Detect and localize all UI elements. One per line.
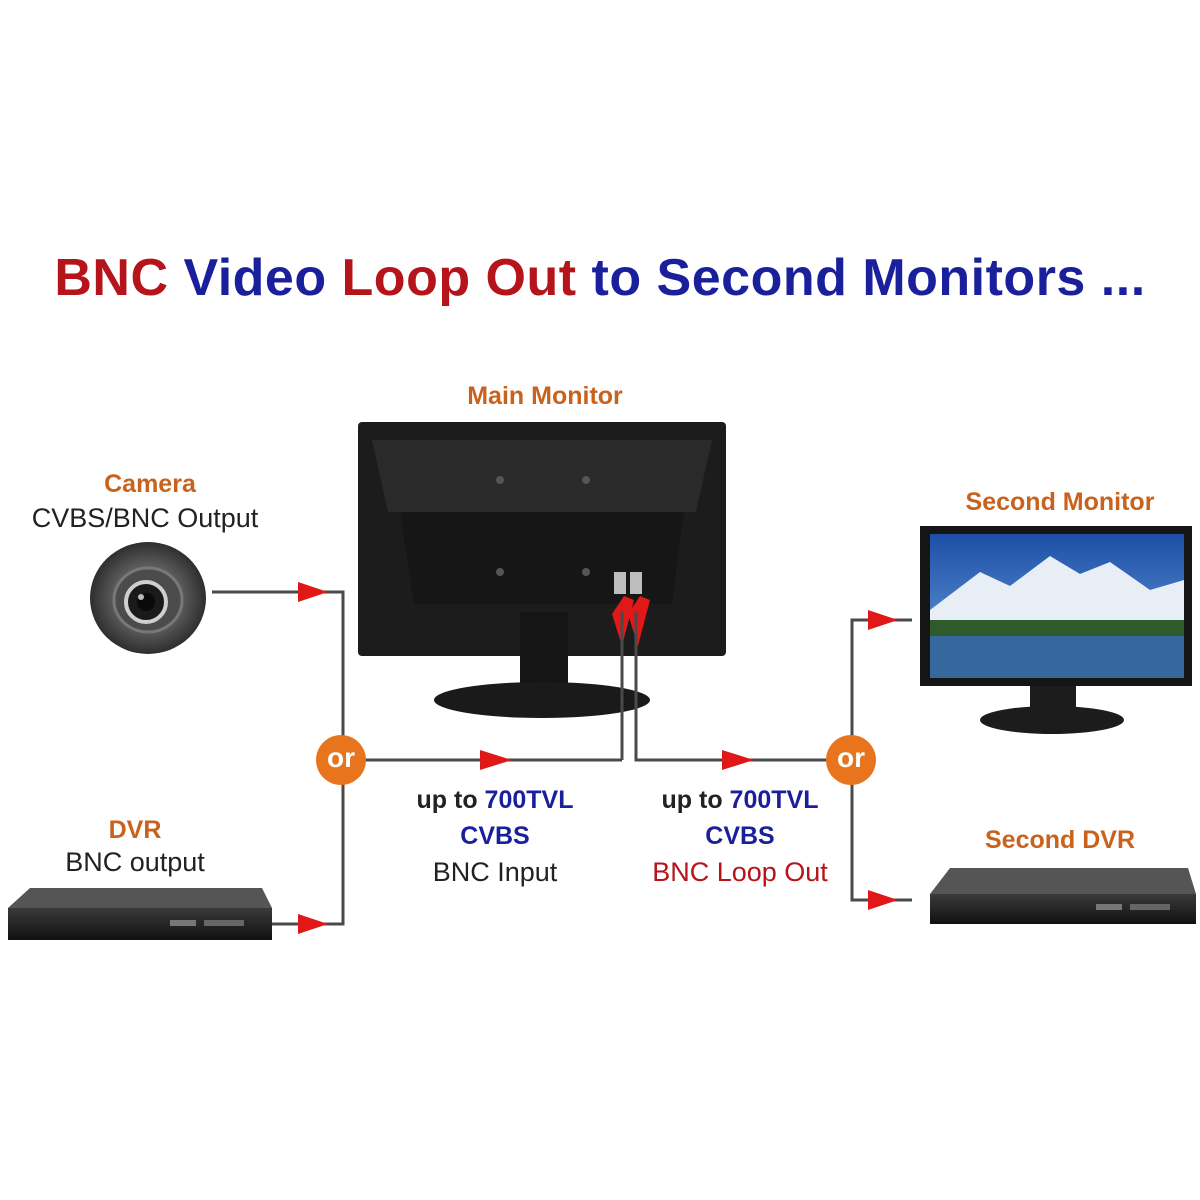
dvr-sub-label: BNC output bbox=[65, 847, 205, 877]
second-monitor-image bbox=[920, 526, 1192, 734]
arrow-loop-out bbox=[722, 750, 754, 770]
diagram-title: BNC Video Loop Out to Second Monitors ..… bbox=[0, 248, 1200, 308]
dvr-label: DVR bbox=[108, 816, 162, 844]
output-spec-resolution: 700TVL bbox=[729, 786, 819, 814]
title-part-second-monitors: to Second Monitors ... bbox=[591, 249, 1146, 307]
second-monitor-label: Second Monitor bbox=[965, 488, 1155, 516]
arrow-dvr bbox=[298, 914, 328, 934]
input-spec-resolution-line: up to 700TVL bbox=[380, 782, 610, 818]
arrow-camera bbox=[298, 582, 328, 602]
arrow-input bbox=[480, 750, 512, 770]
camera-label: Camera bbox=[104, 470, 196, 498]
output-spec-format: CVBS bbox=[705, 822, 775, 850]
main-monitor-label: Main Monitor bbox=[467, 382, 623, 410]
input-spec-format: CVBS bbox=[460, 822, 530, 850]
main-monitor-image bbox=[358, 422, 726, 718]
title-part-video: Video bbox=[183, 249, 342, 307]
arrow-second-monitor bbox=[868, 610, 898, 630]
or-badge-right: or bbox=[826, 735, 876, 785]
input-spec: up to 700TVL CVBS BNC Input bbox=[380, 782, 610, 890]
output-spec-resolution-line: up to 700TVL bbox=[620, 782, 860, 818]
output-spec-port: BNC Loop Out bbox=[652, 857, 828, 887]
output-spec: up to 700TVL CVBS BNC Loop Out bbox=[620, 782, 860, 890]
title-part-bnc: BNC bbox=[54, 249, 184, 307]
or-badge-left: or bbox=[316, 735, 366, 785]
output-spec-prefix: up to bbox=[661, 786, 730, 814]
dvr-image bbox=[8, 888, 272, 940]
second-dvr-image bbox=[930, 868, 1196, 924]
input-spec-resolution: 700TVL bbox=[484, 786, 574, 814]
signal-arrows bbox=[298, 582, 898, 934]
arrow-second-dvr bbox=[868, 890, 898, 910]
camera-sub-label: CVBS/BNC Output bbox=[31, 503, 259, 533]
title-part-loop-out: Loop Out bbox=[341, 249, 592, 307]
second-dvr-label: Second DVR bbox=[984, 826, 1136, 854]
input-spec-port: BNC Input bbox=[432, 857, 558, 887]
camera-image bbox=[90, 542, 206, 654]
input-spec-prefix: up to bbox=[416, 786, 485, 814]
